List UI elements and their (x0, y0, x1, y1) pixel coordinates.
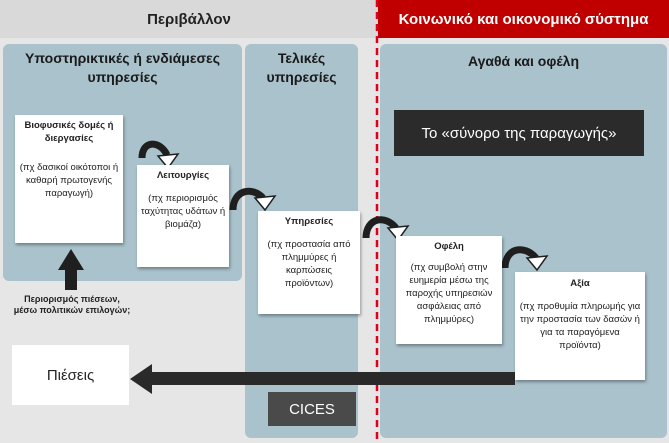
socioeconomic-header: Κοινωνικό και οικονομικό σύστημα (378, 0, 669, 38)
final-services-title: Τελικές υπηρεσίες (266, 50, 337, 85)
pressure-limit-label: Περιορισμός πιέσεων, μέσω πολιτικών επιλ… (13, 294, 131, 315)
services-box: Υπηρεσίες (πχ προστασία από πλημμύρες ή … (258, 211, 360, 314)
left-arrow-head (130, 364, 152, 394)
value-title: Αξία (570, 278, 590, 289)
arrowhead-4 (525, 255, 549, 272)
curved-arrow-3 (362, 216, 399, 239)
arrowhead-1 (156, 153, 180, 170)
left-arrow-shaft (150, 372, 515, 385)
arrowhead-2 (253, 195, 277, 212)
benefits-desc: (πχ συμβολή στην ευημερία μέσω της παροχ… (405, 262, 493, 325)
goods-benefits-title: Αγαθά και οφέλη (468, 53, 579, 69)
cices-label: CICES (268, 392, 356, 426)
arrowhead-3 (386, 225, 410, 242)
pressures-box: Πιέσεις (12, 345, 129, 405)
value-box: Αξία (πχ προθυμία πληρωμής για την προστ… (515, 272, 645, 380)
curved-arrow-1 (138, 140, 171, 159)
production-boundary-callout: Το «σύνορο της παραγωγής» (394, 110, 644, 156)
functions-desc: (πχ περιορισμός ταχύτητας υδάτων ή βιομά… (140, 193, 226, 230)
value-desc: (πχ προθυμία πληρωμής για την προστασία … (519, 301, 641, 351)
functions-box: Λειτουργίες (πχ περιορισμός ταχύτητας υδ… (137, 165, 229, 267)
supporting-services-title: Υποστηρικτικές ή ενδιάμεσες υπηρεσίες (25, 50, 220, 85)
up-arrow-head (58, 249, 84, 270)
up-arrow-shaft (65, 268, 77, 290)
services-desc: (πχ προστασία από πλημμύρες ή καρπώσεις … (267, 239, 351, 289)
environment-header: Περιβάλλον (0, 0, 378, 38)
services-title: Υπηρεσίες (284, 216, 334, 227)
curved-arrow-2 (229, 187, 266, 211)
biophysical-desc: (πχ δασικοί οικότοποι ή καθαρή πρωτογενή… (19, 162, 119, 199)
biophysical-box: Βιοφυσικές δομές ή διεργασίες (πχ δασικο… (15, 115, 123, 243)
curved-arrow-4 (501, 246, 539, 269)
biophysical-title: Βιοφυσικές δομές ή διεργασίες (24, 120, 114, 144)
benefits-box: Οφέλη (πχ συμβολή στην ευημερία μέσω της… (396, 236, 502, 344)
benefits-title: Οφέλη (434, 241, 464, 252)
functions-title: Λειτουργίες (156, 170, 210, 181)
